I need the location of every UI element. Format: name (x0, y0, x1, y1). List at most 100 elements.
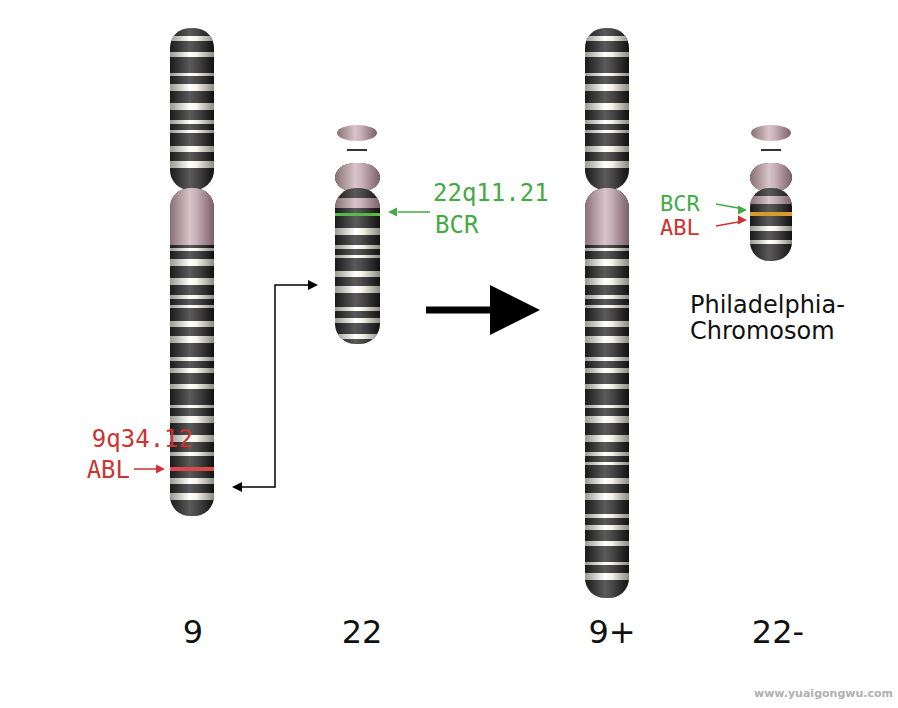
locus-pointer (716, 204, 738, 208)
translocation-bracket (240, 285, 310, 487)
chromosome-band (335, 286, 380, 293)
chromosome-number: 9+ (588, 615, 635, 650)
chromosome-band (170, 493, 214, 500)
chromosome-band (335, 245, 380, 249)
big-arrow (426, 307, 495, 314)
chromosome-band (170, 336, 214, 343)
chromosome-band (585, 146, 629, 152)
chromosome-band (585, 541, 629, 546)
chromosome-arm (170, 188, 214, 516)
chromosome-band (170, 405, 214, 408)
chromosome-band (585, 278, 629, 285)
chromosome-band (585, 161, 629, 168)
chromosome-band (170, 73, 214, 76)
chromosome-arm (585, 188, 629, 598)
chromosome-band (750, 240, 792, 244)
chromosome-band (585, 295, 629, 299)
chromosome-band (170, 130, 214, 133)
chromosome-band (750, 196, 792, 204)
chromosome-band (170, 295, 214, 299)
arm-body (170, 188, 214, 516)
locus-pointer (398, 211, 430, 213)
chromosome-band (170, 146, 214, 152)
chromosome-band (335, 334, 380, 339)
chromosome-band (585, 36, 629, 41)
stalk (761, 149, 781, 151)
satellite (751, 125, 791, 141)
arm-body (750, 163, 792, 192)
gene-label: BCR (435, 212, 478, 238)
chromosome-band (585, 357, 629, 361)
chromosome-band (170, 305, 214, 308)
chromosome-band (585, 52, 629, 57)
chromosome-band (335, 255, 380, 258)
chromosome-band (170, 357, 214, 361)
chromosome-band (585, 573, 629, 580)
chromosome-number: 22 (342, 615, 383, 650)
chromosome-band (170, 478, 214, 484)
gene-label: ABL (87, 457, 130, 483)
arm-body (170, 28, 214, 190)
big-arrowhead (490, 285, 540, 335)
chromosome-band (170, 384, 214, 389)
chromosome-band (585, 368, 629, 373)
arm-body (585, 28, 629, 190)
chromosome-band (170, 368, 214, 373)
chromosome-band (170, 120, 214, 124)
chromosome-band (585, 336, 629, 343)
chromosome-name: Philadelphia- Chromosom (690, 292, 890, 345)
chromosome-band (170, 321, 214, 327)
chromosome-band (170, 278, 214, 285)
pointer-head (738, 216, 747, 225)
heterochromatin (750, 163, 792, 192)
satellite (337, 125, 377, 141)
chromosome-band (585, 462, 629, 465)
chromosome-band (335, 271, 380, 277)
locus-pointer (134, 468, 156, 470)
chromosome-band (585, 478, 629, 484)
chromosome-band (170, 103, 214, 110)
chromosome-band (170, 36, 214, 41)
locus-pointer (716, 222, 738, 226)
chromosome-arm (335, 163, 380, 192)
chromosome-band (585, 248, 629, 251)
chromosome-arm (750, 188, 792, 261)
chromosome-band (335, 318, 380, 323)
chromosome-band (170, 248, 214, 251)
chromosome-band (585, 525, 629, 530)
chromosome-band (585, 452, 629, 456)
arm-body (750, 188, 792, 261)
heterochromatin (170, 188, 214, 245)
chromosome-band (585, 84, 629, 91)
chromosome-band (335, 213, 380, 216)
chromosome-band (170, 161, 214, 168)
stalk (347, 149, 367, 151)
chromosome-band (750, 226, 792, 231)
gene-label: BCR (660, 192, 700, 216)
chromosome-band (585, 321, 629, 327)
chromosome-band (585, 259, 629, 266)
locus-label: 9q34.12 (92, 426, 193, 452)
chromosome-arm (170, 28, 214, 190)
chromosome-arm (335, 188, 380, 344)
chromosome-band (585, 103, 629, 110)
heterochromatin (335, 163, 380, 192)
chromosome-band (585, 514, 629, 518)
chromosome-band (170, 52, 214, 57)
chromosome-arm (750, 163, 792, 192)
chromosome-band (335, 228, 380, 235)
arm-body (335, 163, 380, 192)
chromosome-band (170, 452, 214, 456)
arm-body (585, 188, 629, 598)
chromosome-band (335, 307, 380, 311)
chromosome-band (170, 416, 214, 423)
chromosome-number: 9 (183, 615, 203, 650)
chromosome-band (585, 405, 629, 408)
chromosome-band (585, 384, 629, 389)
chromosome-band (585, 416, 629, 423)
chromosome-band (585, 305, 629, 308)
chromosome-band (750, 212, 792, 216)
chromosome-band (585, 120, 629, 124)
chromosome-band (585, 435, 629, 442)
